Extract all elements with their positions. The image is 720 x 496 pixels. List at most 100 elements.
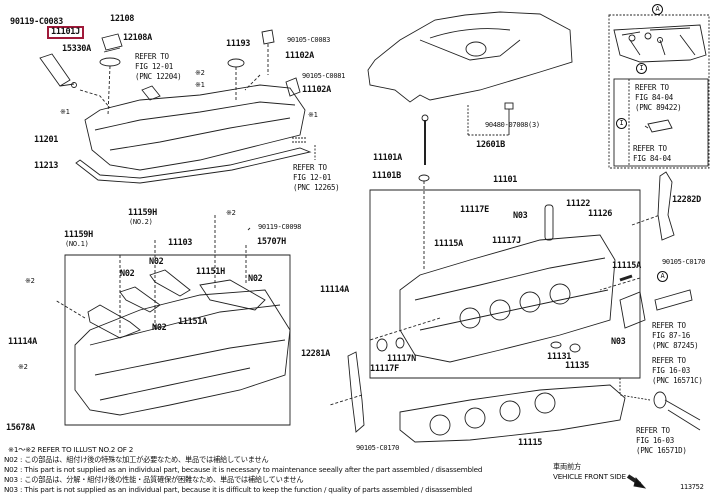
part-label[interactable]: 11117J [492, 236, 521, 246]
circle-i-icon: I [636, 63, 647, 74]
part-label[interactable]: 11114A [8, 337, 37, 347]
ref-line: REFER TO [633, 144, 667, 153]
ref-line: REFER TO [652, 321, 686, 330]
engine-cover [367, 11, 573, 103]
valve-guide [544, 204, 554, 241]
vehicle-front-label-jp: 車両前方 [553, 462, 581, 471]
ref-line: REFER TO [635, 83, 669, 92]
note-marker: N03 [513, 211, 528, 221]
cylinder-head-gasket [399, 384, 626, 443]
figure-id: 113752 [680, 483, 704, 491]
part-label[interactable]: 11193 [226, 39, 251, 49]
part-label[interactable]: 90119-C0098 [258, 223, 302, 231]
part-label[interactable]: 11151A [178, 317, 207, 327]
note-marker: N02 [149, 257, 164, 267]
reference-note[interactable]: REFER TO FIG 84-04 (PNC 89422) [635, 83, 682, 113]
note-marker: N02 [152, 323, 167, 333]
note-line: N02 : This part is not supplied as an in… [4, 465, 483, 474]
part-sublabel: (NO.1) [65, 240, 89, 248]
detail-i-frame [613, 78, 709, 167]
part-label[interactable]: 11117E [460, 205, 489, 215]
pcv-connector [292, 137, 306, 143]
part-label[interactable]: 12281A [301, 349, 330, 359]
part-label[interactable]: 90105-C0083 [287, 36, 331, 44]
ignition-coil [39, 53, 75, 87]
engine-hanger-front [347, 351, 365, 433]
bearing-cap-2 [119, 286, 161, 313]
detail-i-callout[interactable]: I [636, 63, 647, 74]
part-label[interactable]: 12108A [123, 33, 152, 43]
ref-line: (PNC 16571D) [636, 446, 687, 455]
part-label[interactable]: 11213 [34, 161, 59, 171]
detail-i-callout[interactable]: I [616, 118, 627, 129]
part-label[interactable]: 90119-C0083 [10, 17, 63, 27]
reference-note[interactable]: REFER TO FIG 16-03 (PNC 16571C) [652, 356, 703, 386]
part-label[interactable]: 15707H [257, 237, 286, 247]
detail-a-engine-sketch [613, 24, 707, 63]
part-label[interactable]: 11102A [285, 51, 314, 61]
part-label[interactable]: 11114A [320, 285, 349, 295]
part-label[interactable]: 11135 [565, 361, 590, 371]
spark-plug-seal [227, 58, 245, 68]
cam-sensor-2 [285, 77, 301, 97]
cylinder-head-cover [84, 84, 306, 171]
engine-hanger-rear [657, 171, 675, 241]
part-label[interactable]: 12282D [672, 195, 701, 205]
part-label[interactable]: 11115 [518, 438, 543, 448]
bearing-cap-1 [87, 304, 141, 339]
note-marker: N03 [611, 337, 626, 347]
part-label[interactable]: 90105-C0081 [302, 72, 346, 80]
part-label[interactable]: 11159H [128, 208, 157, 218]
circle-a-icon: A [657, 271, 668, 282]
part-label[interactable]: 11101B [372, 171, 401, 181]
part-label[interactable]: 12108 [110, 14, 135, 24]
part-label[interactable]: 11131 [547, 352, 572, 362]
camshaft-housing [74, 289, 291, 416]
vehicle-front-label: VEHICLE FRONT SIDE [553, 472, 626, 481]
part-label[interactable]: 90480-07008(3) [485, 121, 540, 129]
bolt-washer [418, 174, 430, 182]
ref-line: FIG 12-01 [293, 173, 331, 182]
part-label[interactable]: 11201 [34, 135, 59, 145]
reference-note[interactable]: REFER TO FIG 12-01 (PNC 12204) [135, 52, 182, 82]
detail-a-callout[interactable]: A [652, 4, 663, 15]
ref-line: (PNC 12204) [135, 72, 182, 81]
spark-plug-tube [619, 291, 646, 329]
circle-i-icon: I [616, 118, 627, 129]
reference-mark: ※2 [18, 363, 28, 371]
part-label[interactable]: 15330A [62, 44, 91, 54]
detail-a-ref-callout[interactable]: A [657, 271, 668, 282]
cylinder-head-frame [369, 189, 641, 379]
bearing-cap-4 [199, 279, 266, 311]
ref-line: FIG 12-01 [135, 62, 173, 71]
part-label[interactable]: 11126 [588, 209, 613, 219]
reference-note[interactable]: REFER TO FIG 84-04 [633, 144, 671, 164]
part-label[interactable]: 11159H [64, 230, 93, 240]
cover-grommet [504, 102, 514, 110]
part-label[interactable]: 11101 [493, 175, 518, 185]
part-label[interactable]: 11115A [612, 261, 641, 271]
part-label[interactable]: 11115A [434, 239, 463, 249]
part-label[interactable]: 11151H [196, 267, 225, 277]
ref-line: FIG 16-03 [652, 366, 690, 375]
part-label[interactable]: 90105-C0170 [356, 444, 400, 452]
part-label[interactable]: 11103 [168, 238, 193, 248]
part-label[interactable]: 11101A [373, 153, 402, 163]
part-label[interactable]: 12601B [476, 140, 505, 150]
reference-note[interactable]: REFER TO FIG 12-01 (PNC 12265) [293, 163, 340, 193]
note-line: N03 : This part is not supplied as an in… [4, 485, 472, 494]
reference-note[interactable]: REFER TO FIG 16-03 (PNC 16571D) [636, 426, 687, 456]
ref-line: FIG 16-03 [636, 436, 674, 445]
ref-line: FIG 84-04 [635, 93, 673, 102]
part-label[interactable]: 11117N [387, 354, 416, 364]
part-label[interactable]: 90105-C0170 [662, 258, 706, 266]
part-label[interactable]: 11117F [370, 364, 399, 374]
part-label-highlighted[interactable]: 11101J [47, 26, 84, 39]
cover-gasket [75, 147, 312, 184]
part-label[interactable]: 11122 [566, 199, 591, 209]
ref-line: FIG 87-16 [652, 331, 690, 340]
ref-line: REFER TO [293, 163, 327, 172]
part-label[interactable]: 11102A [302, 85, 331, 95]
reference-note[interactable]: REFER TO FIG 87-16 (PNC 87245) [652, 321, 699, 351]
part-label[interactable]: 15678A [6, 423, 35, 433]
